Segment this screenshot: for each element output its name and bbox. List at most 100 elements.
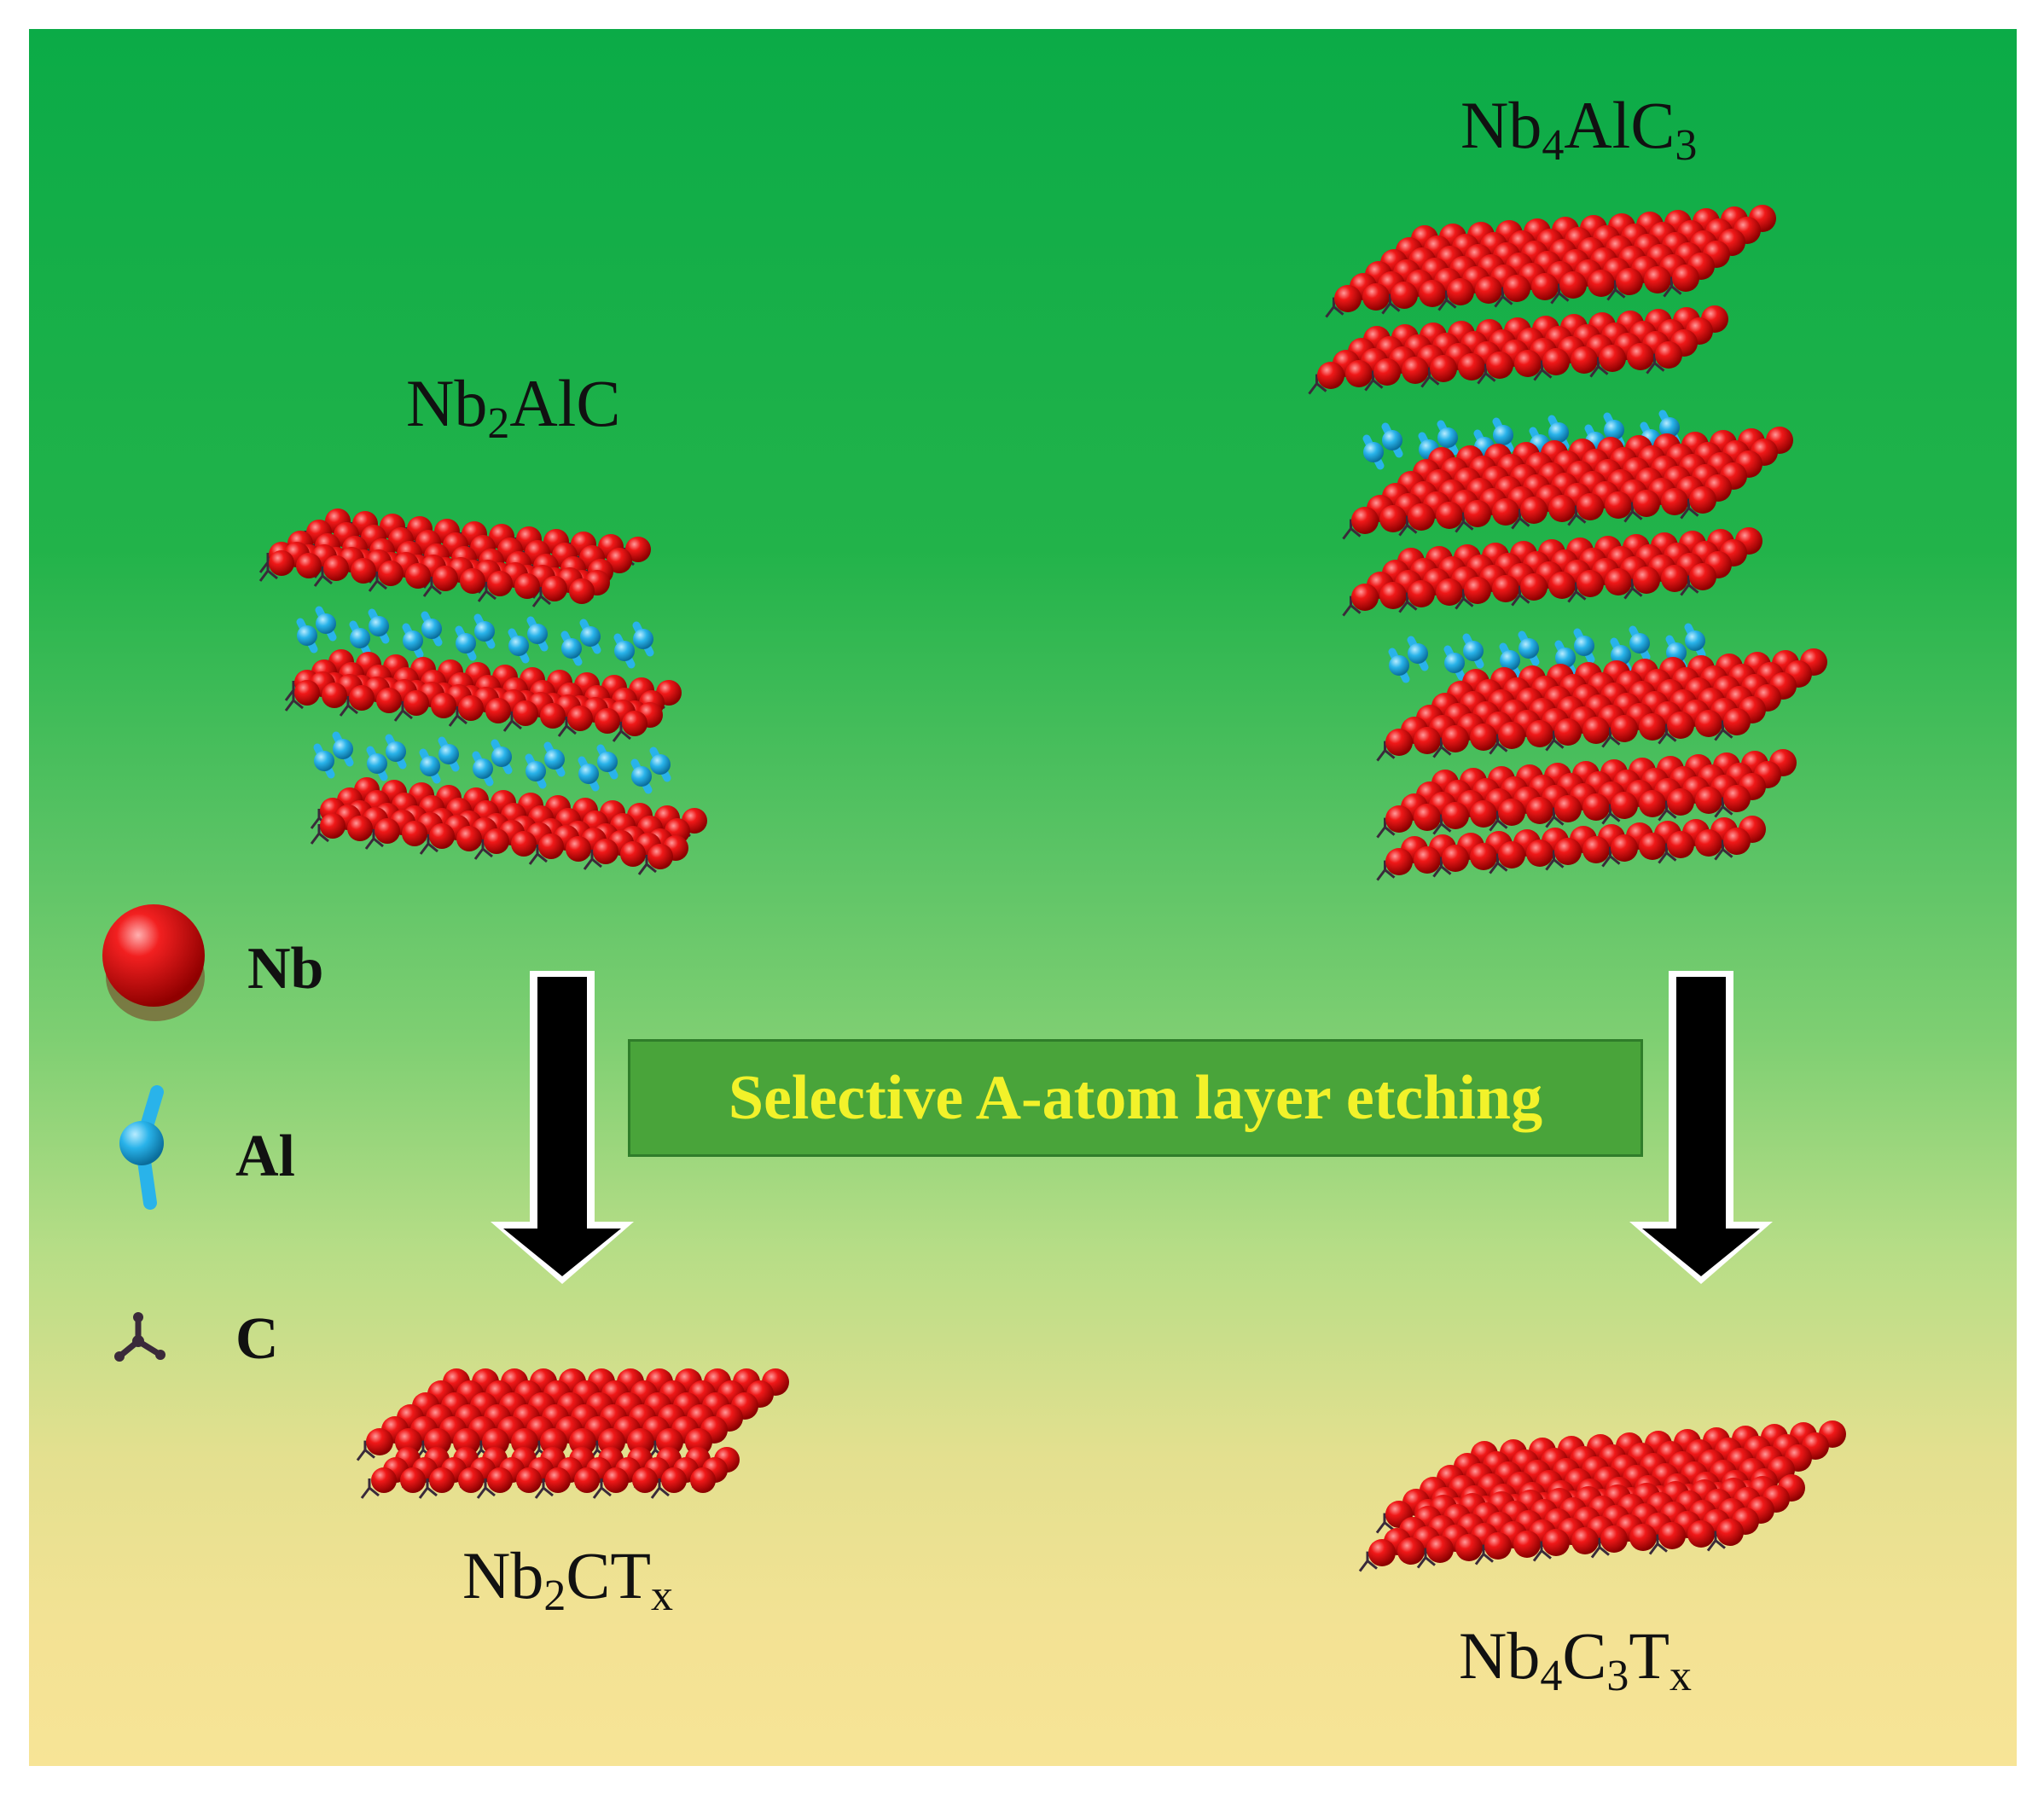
al-atom (1437, 420, 1459, 456)
legend-al-label: Al (235, 1124, 295, 1189)
nb-atom (1351, 584, 1379, 611)
nb-atom (1385, 805, 1413, 833)
nb-atom (1317, 362, 1344, 389)
nb-atom (690, 1467, 716, 1493)
al-atom (315, 606, 337, 642)
nb-atom (1667, 712, 1694, 739)
c-atom (1358, 1551, 1378, 1572)
c-atom (1533, 360, 1553, 381)
c-atom (393, 701, 413, 722)
nb-atom (540, 703, 566, 729)
al-atom (543, 741, 566, 777)
nb-atom (320, 813, 346, 839)
c-atom (1375, 1513, 1395, 1534)
nb-atom (458, 695, 484, 721)
c-atom (284, 691, 304, 712)
nb-atom (378, 561, 404, 586)
nb-atom (1582, 793, 1610, 821)
nb-atom (607, 548, 632, 573)
nb-atom (1514, 350, 1542, 377)
al-atom (1443, 645, 1466, 681)
nb-atom (1526, 720, 1553, 747)
al-atom (385, 734, 407, 770)
c-atom (310, 824, 329, 845)
c-atom (583, 850, 602, 870)
nb-atom (622, 711, 647, 736)
nb-atom (1442, 725, 1469, 752)
legend-nb-sphere-icon (102, 904, 205, 1021)
c-atom (356, 1440, 375, 1461)
nb-atom (1526, 839, 1553, 867)
c-atom (1663, 276, 1682, 298)
c-atom (1489, 810, 1508, 832)
legend-c-tripod-icon (114, 1312, 165, 1362)
arrow-right (1629, 971, 1773, 1284)
nb-atom (1426, 1536, 1454, 1563)
nb-atom (1655, 341, 1682, 369)
al-atom (1518, 630, 1540, 666)
al-atom (1573, 628, 1595, 664)
c-atom (1376, 741, 1396, 762)
nb-atom (1559, 271, 1587, 299)
label-nb2ctx-p2: CT (566, 1538, 652, 1612)
nb-atom (632, 1467, 658, 1493)
c-atom (1567, 582, 1587, 603)
c-atom (612, 722, 631, 742)
nb-atom (347, 816, 373, 841)
nb-atom (484, 828, 509, 854)
al-atom (473, 613, 496, 649)
nb-atom (1695, 787, 1722, 814)
nb-atom (1531, 273, 1559, 300)
al-atom (649, 746, 671, 782)
c-atom (557, 717, 577, 737)
label-nb2ctx-s2: x (651, 1571, 674, 1620)
c-atom (1623, 502, 1643, 523)
c-atom (1489, 734, 1508, 755)
c-atom (1398, 515, 1418, 537)
nb-atom (323, 555, 349, 581)
nb-atom (1498, 799, 1525, 826)
c-atom (1532, 1541, 1552, 1562)
c-atom (422, 577, 442, 597)
nb2alc-structure (258, 508, 707, 875)
c-atom (1706, 1531, 1726, 1552)
c-atom (1714, 720, 1733, 741)
c-atom (477, 582, 496, 602)
c-atom (1648, 1534, 1668, 1555)
nb-atom (460, 568, 485, 594)
nb-atom (1554, 718, 1582, 746)
label-nb4c3tx-p2: C (1562, 1618, 1607, 1693)
nb-atom (433, 566, 458, 591)
nb-atom (431, 693, 456, 718)
c-atom (1511, 585, 1530, 607)
nb-atom (1447, 278, 1474, 305)
nb-atom (1548, 495, 1576, 522)
nb-atom (1611, 715, 1638, 742)
label-nb2alc: Nb2AlC (406, 365, 620, 449)
al-atom (419, 748, 441, 784)
nb-atom (1554, 838, 1582, 865)
al-atom (1603, 412, 1625, 448)
nb-atom (487, 1467, 513, 1493)
al-atom (1684, 623, 1706, 659)
nb-atom (1470, 843, 1497, 870)
nb-atom (1689, 563, 1716, 590)
nb-atom (456, 826, 482, 851)
nb-atom (1723, 828, 1751, 855)
nb-atom (1397, 1537, 1425, 1565)
nb-atom (1689, 486, 1716, 514)
nb-atom (458, 1467, 484, 1493)
c-atom (1325, 297, 1344, 318)
label-nb2alc-p2: AlC (509, 366, 621, 440)
nb-atom (1723, 708, 1751, 735)
al-atom (579, 619, 601, 654)
nb-atom (405, 563, 431, 589)
c-atom (1601, 727, 1621, 748)
c-atom (448, 706, 467, 727)
nb-atom (1391, 282, 1418, 309)
label-nb4c3tx-p3: T (1629, 1618, 1670, 1693)
nb-atom (1408, 503, 1435, 531)
c-atom (1432, 814, 1452, 835)
nb-atom (1379, 505, 1407, 532)
